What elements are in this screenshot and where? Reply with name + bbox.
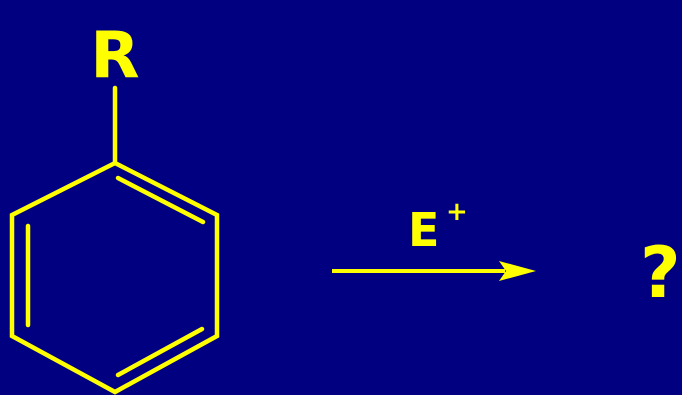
double-bond-upper-right [115, 175, 206, 225]
reagent-charge: + [446, 197, 468, 227]
reagent-label: E [408, 203, 439, 257]
product-label: ? [640, 232, 681, 314]
substituent-label: R [90, 19, 139, 93]
double-bond-lower-right [115, 326, 205, 378]
benzene-ring [9, 160, 220, 395]
reaction-arrow-head [499, 261, 536, 281]
